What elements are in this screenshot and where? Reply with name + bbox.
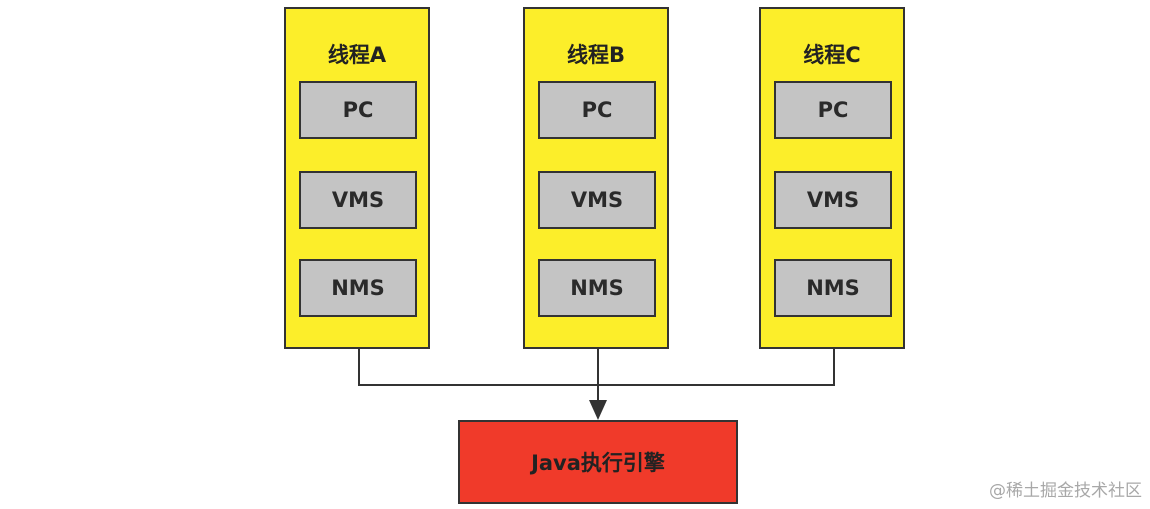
watermark-text: @稀土掘金技术社区 [989, 481, 1142, 501]
pc-block: PC [774, 81, 892, 139]
nms-block: NMS [774, 259, 892, 317]
vms-block: VMS [299, 171, 417, 229]
java-engine-box: Java执行引擎 [458, 420, 738, 504]
thread-title: 线程C [803, 43, 861, 67]
connector-thread-c [598, 349, 835, 386]
thread-box-a: 线程A PC VMS NMS [284, 7, 430, 349]
pc-block: PC [299, 81, 417, 139]
thread-title: 线程B [566, 43, 625, 67]
thread-title: 线程A [327, 43, 387, 67]
thread-box-c: 线程C PC VMS NMS [759, 7, 905, 349]
nms-block: NMS [538, 259, 656, 317]
pc-block: PC [538, 81, 656, 139]
connector-thread-a [358, 349, 598, 386]
arrow-head-icon [589, 400, 607, 420]
vms-block: VMS [774, 171, 892, 229]
thread-box-b: 线程B PC VMS NMS [523, 7, 669, 349]
vms-block: VMS [538, 171, 656, 229]
nms-block: NMS [299, 259, 417, 317]
